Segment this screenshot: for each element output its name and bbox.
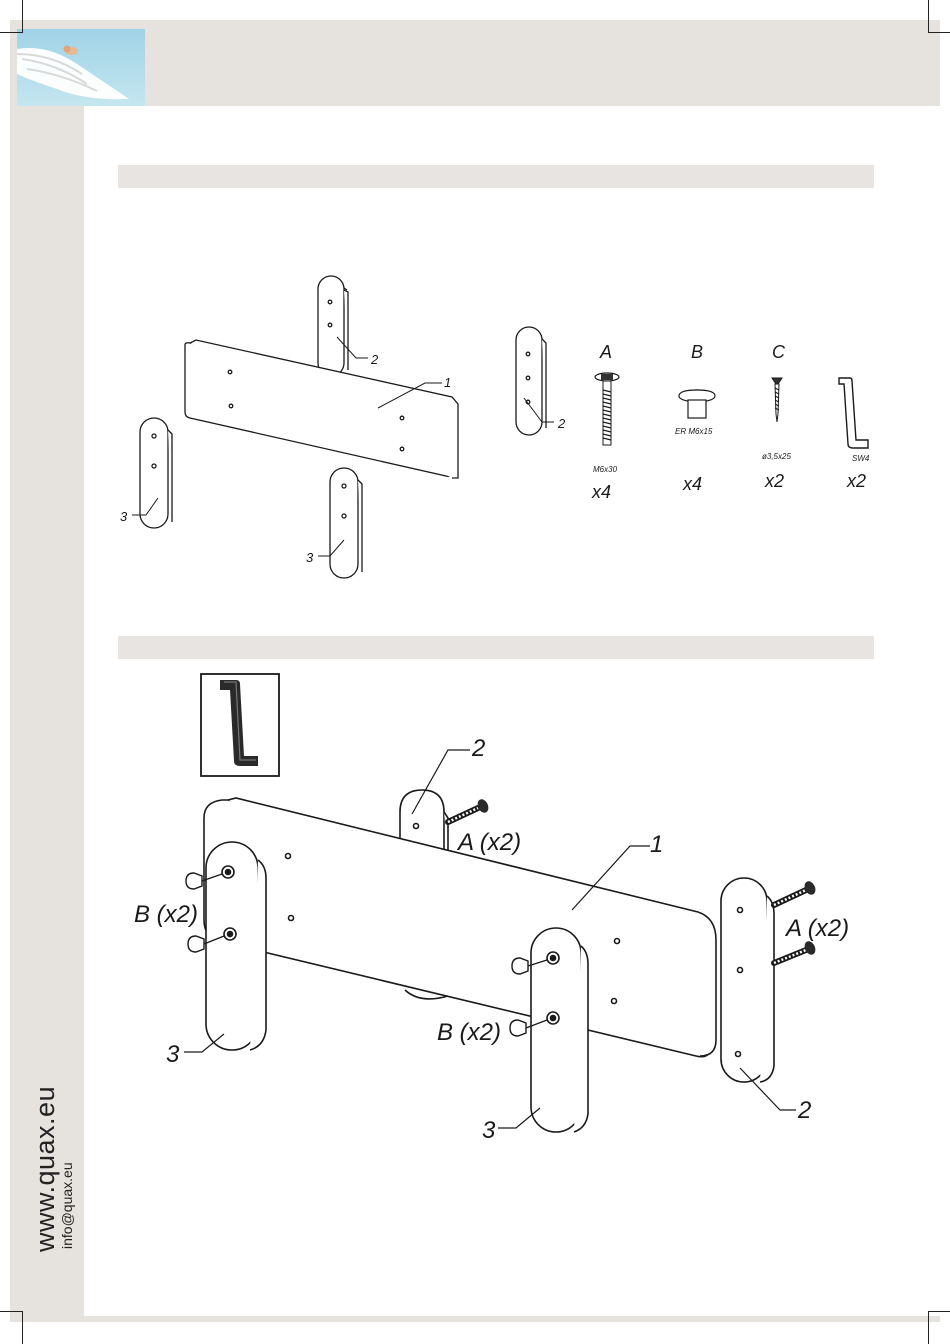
step1-part-2-right	[516, 327, 546, 435]
bolt-a-icon	[595, 373, 619, 445]
step2-part-3-left	[206, 842, 266, 1050]
step2-callout-2-right: 2	[797, 1097, 811, 1124]
step1-callout-1: 1	[444, 375, 451, 390]
step2-label-b-mid: B (x2)	[437, 1019, 501, 1046]
hardware-b-qty: x4	[682, 474, 702, 494]
step1-callout-3-mid: 3	[306, 550, 314, 565]
step2-callout-3-left: 3	[166, 1041, 180, 1068]
step2-callout-1: 1	[650, 831, 663, 858]
hardware-c-qty: x2	[764, 471, 784, 491]
hardware-c-letter: C	[772, 342, 786, 362]
step2-bolt-a-right-1	[774, 880, 817, 905]
hardware-b-spec: ER M6x15	[675, 427, 713, 436]
step2-part-3-mid	[531, 928, 588, 1132]
wood-screw-c-icon	[772, 378, 782, 422]
tool-box-hex-key	[201, 674, 279, 776]
hex-key-icon	[839, 378, 868, 448]
step1-part-2-top	[318, 276, 348, 376]
step2-label-a-top: A (x2)	[456, 829, 521, 856]
step2-bolt-a-top	[448, 798, 490, 822]
step1-callout-3-left: 3	[120, 509, 128, 524]
hardware-a-letter: A	[599, 342, 612, 362]
step2-bolt-a-right-2	[774, 940, 817, 963]
step1-part-3-mid	[330, 468, 362, 578]
step1-callout-2-right: 2	[557, 416, 566, 431]
step2-part-2-right	[721, 878, 774, 1082]
hardware-a-spec: M6x30	[593, 465, 618, 474]
step2-label-b-left: B (x2)	[134, 901, 198, 928]
hexkey-spec: SW4	[852, 454, 870, 463]
cap-nut-b-icon	[679, 390, 715, 418]
hardware-a-qty: x4	[591, 482, 611, 502]
step1-part-3-left	[140, 418, 172, 528]
step2-label-a-right: A (x2)	[784, 915, 849, 942]
step2-callout-3-mid: 3	[482, 1117, 496, 1144]
step1-callout-2-top: 2	[370, 352, 379, 367]
hardware-c-spec: ø3,5x25	[762, 452, 791, 461]
step2-callout-2-top: 2	[471, 735, 485, 762]
hardware-b-letter: B	[691, 342, 703, 362]
hexkey-qty: x2	[846, 471, 866, 491]
